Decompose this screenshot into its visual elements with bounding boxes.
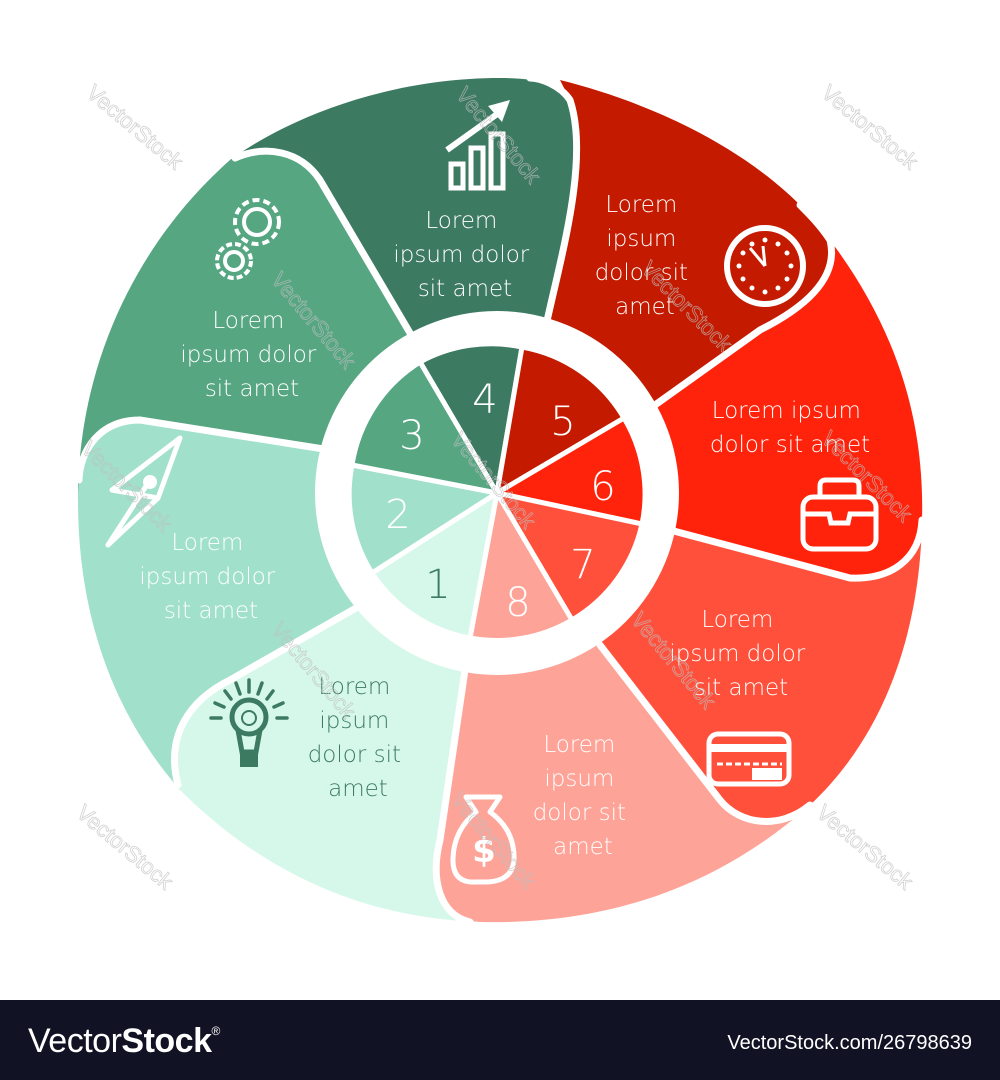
rocket-icon: [105, 435, 183, 548]
inner-slice-4[interactable]: [416, 341, 525, 501]
segment-6-text: Lorem ipsum dolor sit amet: [710, 398, 870, 458]
inner-slice-3[interactable]: [349, 358, 502, 497]
segment-1-text: Lorem ipsum dolor sit amet: [308, 674, 409, 802]
credit-card-icon: [706, 731, 792, 787]
number-2: 2: [385, 492, 410, 538]
brand-mark: ®: [211, 1024, 220, 1038]
inner-slice-1[interactable]: [368, 487, 501, 641]
gears-icon: [215, 198, 281, 280]
brand-light: Vector: [28, 1022, 122, 1060]
segment-4-text: Lorem ipsum dolor sit amet: [393, 208, 536, 302]
inner-slice-8[interactable]: [467, 485, 576, 643]
lightbulb-brain-icon: [209, 678, 289, 767]
growth-chart-icon: [445, 100, 510, 191]
inner-slice-5[interactable]: [493, 344, 628, 498]
segment-5-text: Lorem ipsum dolor sit amet: [595, 192, 696, 320]
svg-text:VectorStock: VectorStock: [817, 80, 924, 175]
number-5: 5: [550, 399, 575, 445]
segment-7-text: Lorem ipsum dolor sit amet: [669, 607, 812, 701]
money-bag-icon: $: [450, 794, 517, 885]
segment-3-text: Lorem ipsum dolor sit amet: [180, 308, 323, 402]
number-1: 1: [425, 562, 450, 608]
petal-separators: [75, 74, 926, 926]
number-7: 7: [570, 542, 595, 588]
inner-numbers: 1 2 3 4 5 6 7 8: [385, 377, 615, 626]
svg-text:$: $: [472, 831, 496, 871]
inner-slice-6[interactable]: [490, 414, 648, 527]
clock-icon: [724, 225, 806, 307]
briefcase-icon: [800, 477, 879, 552]
number-3: 3: [399, 413, 424, 459]
svg-text:VectorStock: VectorStock: [72, 800, 179, 895]
inner-pie: [346, 341, 648, 643]
number-4: 4: [472, 377, 497, 423]
circular-infographic: 1 2 3 4 5 6 7 8 Lorem ipsum dolor sit am…: [71, 74, 926, 926]
brand-bold: Stock: [121, 1022, 212, 1060]
vectorstock-logo[interactable]: VectorStock®: [28, 1022, 220, 1061]
inner-slice-7[interactable]: [491, 489, 645, 624]
image-url[interactable]: VectorStock.com/26798639: [727, 1032, 972, 1054]
segment-8-text: Lorem ipsum dolor sit amet: [533, 732, 634, 860]
svg-text:VectorStock: VectorStock: [82, 80, 189, 175]
svg-text:VectorStock: VectorStock: [812, 800, 919, 895]
footer-bar: VectorStock® VectorStock.com/26798639: [0, 1000, 1000, 1080]
number-6: 6: [590, 464, 615, 510]
segment-2-text: Lorem ipsum dolor sit amet: [139, 530, 282, 624]
inner-slice-2[interactable]: [346, 462, 504, 577]
number-8: 8: [505, 580, 530, 626]
